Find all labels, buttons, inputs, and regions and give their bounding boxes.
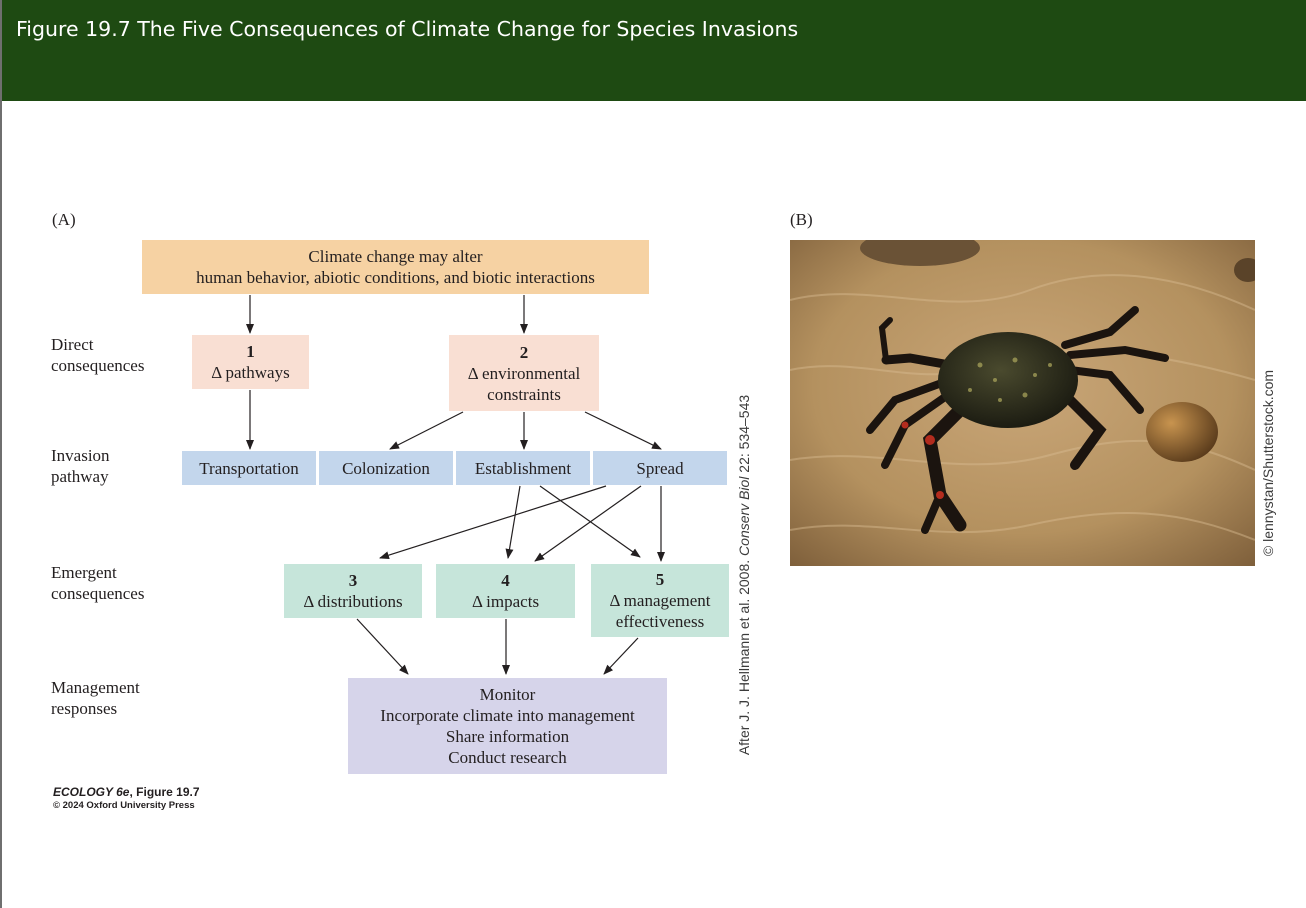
panel-b-label: (B) [790, 210, 813, 229]
arrow-spread-to-3 [379, 485, 607, 560]
crab-photo [790, 240, 1255, 566]
crab-illustration [790, 240, 1255, 566]
figure-footer: ECOLOGY 6e, Figure 19.7 © 2024 Oxford Un… [53, 785, 200, 812]
consequence-text: Δ management [609, 591, 711, 610]
pathway-label: Transportation [199, 458, 299, 478]
pathway-transportation-box: Transportation [182, 451, 316, 485]
credit-suffix: 22: 534–543 [736, 394, 752, 477]
panel-a-label: (A) [52, 210, 76, 229]
footer-book-title: ECOLOGY 6e [53, 785, 130, 799]
consequence-text-2: constraints [487, 384, 561, 404]
pathway-label: Colonization [342, 458, 430, 478]
arrow-5-to-management [603, 637, 639, 675]
climate-change-box: Climate change may alter human behavior,… [142, 240, 649, 294]
row-label-invasion: Invasion pathway [51, 446, 110, 486]
photo-credit: © lennystan/Shutterstock.com [1260, 369, 1276, 557]
climate-change-line2: human behavior, abiotic conditions, and … [196, 268, 595, 287]
crab-shell [938, 332, 1078, 428]
arrow-2-to-colonization [389, 411, 464, 450]
pathway-label: Establishment [474, 458, 572, 478]
pathway-spread-box: Spread [593, 451, 727, 485]
arrow-establishment-to-5 [539, 485, 641, 558]
source-credit: After J. J. Hellmann et al. 2008. Conser… [736, 395, 752, 755]
consequence-number: 4 [501, 571, 510, 590]
pebble-edge [1234, 258, 1255, 282]
climate-change-line1: Climate change may alter [308, 247, 483, 266]
pathway-establishment-box: Establishment [456, 451, 590, 485]
management-item: Share information [445, 727, 570, 746]
arrow-establishment-to-4 [505, 485, 521, 559]
row-label-direct: Direct consequences [51, 335, 145, 375]
credit-journal: Conserv Biol [736, 476, 752, 556]
consequence-number: 2 [519, 342, 529, 362]
management-item: Monitor [479, 685, 536, 704]
consequence-text-2: effectiveness [615, 612, 705, 631]
crab-leg-joints [901, 421, 944, 499]
emergent-consequence-5-box: 5 Δ management effectiveness [591, 564, 729, 637]
emergent-consequence-4-box: 4 Δ impacts [436, 564, 575, 618]
direct-consequence-2-box: 2 Δ environmental constraints [449, 335, 599, 411]
pathway-label: Spread [636, 458, 684, 478]
direct-consequence-1-box: 1 Δ pathways [192, 335, 309, 389]
arrow-3-to-management [356, 618, 409, 675]
arrow-spread-to-4 [534, 485, 642, 562]
consequence-number: 1 [246, 342, 255, 361]
footer-citation: ECOLOGY 6e, Figure 19.7 [53, 785, 200, 799]
row-label-management: Management responses [51, 678, 140, 718]
figure-title: Figure 19.7 The Five Consequences of Cli… [16, 17, 799, 41]
credit-prefix: After J. J. Hellmann et al. 2008. [736, 555, 752, 756]
footer-copyright: © 2024 Oxford University Press [53, 800, 195, 811]
footer-figure-number: , Figure 19.7 [129, 785, 200, 799]
figure-header: Figure 19.7 The Five Consequences of Cli… [2, 0, 1306, 101]
arrow-2-to-spread [584, 411, 662, 450]
row-label-emergent: Emergent consequences [51, 563, 145, 603]
consequence-text: Δ pathways [211, 363, 290, 382]
consequence-number: 5 [655, 570, 665, 589]
management-item: Conduct research [448, 748, 567, 767]
pathway-colonization-box: Colonization [319, 451, 453, 485]
crab-shell-spots [968, 357, 1052, 402]
management-responses-box: Monitor Incorporate climate into managem… [348, 678, 667, 774]
management-item: Incorporate climate into management [380, 706, 635, 725]
page-frame-edge [0, 0, 2, 908]
consequence-text: Δ impacts [471, 592, 540, 611]
consequence-text: Δ distributions [303, 592, 403, 611]
pebble-top [860, 240, 980, 266]
consequence-text: Δ environmental [467, 363, 581, 383]
consequence-number: 3 [348, 571, 358, 590]
emergent-consequence-3-box: 3 Δ distributions [284, 564, 422, 618]
pebble-right [1146, 402, 1218, 462]
